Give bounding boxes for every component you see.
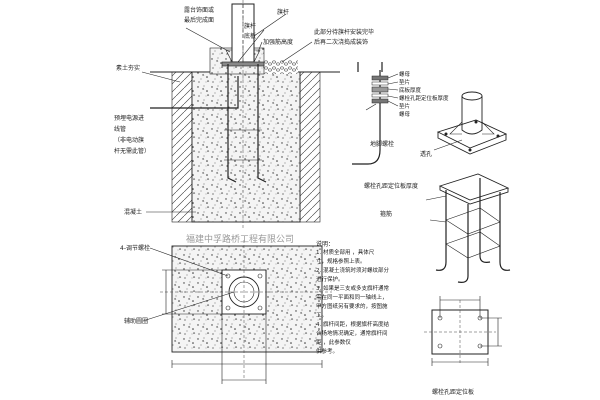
notes-line: 甲方图纸另有要求的，按图施: [316, 302, 388, 310]
svg-text:旗杆: 旗杆: [244, 22, 256, 30]
svg-text:底板: 底板: [244, 32, 256, 40]
template-plate-top-label: 螺栓孔距定位板厚度: [364, 182, 418, 190]
notes-line: 1. 材质全部用 ，具体尺: [316, 248, 375, 256]
left-leaders: [141, 13, 313, 321]
notes-line: 寸，规格参照上表。: [316, 257, 366, 265]
vent-hole-label: 透孔: [420, 150, 432, 158]
notes-line: 4. 旗杆间距，根据旗杆高度结: [316, 320, 389, 328]
conduit-label: 预埋电源进 线管 （非电动旗 杆无需此管）: [114, 114, 150, 155]
svg-text:预埋电源进: 预埋电源进: [114, 114, 144, 122]
install-note-label: 此部分待旗杆安装完毕 后再二次浇捣成装饰: [314, 28, 374, 46]
foundation-section: [150, 0, 340, 384]
conduit-pipe: [150, 76, 239, 109]
notes-block: 说明： 1. 材质全部用 ，具体尺 寸，规格参照上表。 2. 混凝土浇筑时须对螺…: [316, 240, 389, 355]
notes-line: 需在同一平面和同一轴线上，: [316, 293, 388, 301]
rebar-cage: [425, 173, 511, 283]
base-thickness-label: 底板厚度: [399, 86, 422, 94]
notes-title: 说明：: [316, 240, 334, 248]
nut-top-label: 螺母: [399, 70, 411, 78]
template-thickness-label: 螺栓孔距定位板厚度: [399, 94, 449, 102]
notes-line: 进行保护。: [316, 275, 344, 283]
svg-text:露台饰面或: 露台饰面或: [184, 6, 214, 14]
svg-text:后再二次浇捣成装饰: 后再二次浇捣成装饰: [314, 38, 368, 46]
notes-line: 供参考。: [316, 347, 338, 355]
soil-right: [299, 71, 321, 223]
base-plate-label: 旗杆 底板: [244, 22, 256, 40]
watermark: 福建中孚路桥工程有限公司: [186, 233, 294, 245]
flagpole-label: 旗杆: [277, 8, 289, 16]
adjust-bolts-label: 4-调节螺栓: [120, 244, 150, 252]
notes-line: 3. 如果是三支或多支旗杆通常: [316, 284, 389, 292]
concrete-label: 混凝土: [124, 208, 142, 216]
notes-line: 合场地情况确定，通常旗杆间: [316, 329, 388, 337]
backfill-label: 素土夯实: [116, 64, 140, 72]
washer-bottom-label: 垫片: [399, 102, 410, 110]
svg-text:（非电动旗: （非电动旗: [114, 136, 144, 144]
template-plate-plan: [424, 296, 502, 366]
stiffener-height-label: 加强筋高度: [263, 38, 293, 46]
svg-text:最后完成面: 最后完成面: [184, 16, 214, 24]
washer-top-label: 垫片: [399, 78, 410, 86]
aux-ring-label: 辅助圆圈: [124, 317, 148, 325]
bolt-detail: [352, 62, 399, 165]
stirrup-label: 箍筋: [380, 210, 392, 218]
template-plate-bottom-label: 螺栓孔距定位板: [432, 388, 474, 396]
finish-surface-label: 露台饰面或 最后完成面: [184, 6, 214, 24]
anchor-bolts-section: [224, 64, 267, 183]
notes-line: 工。: [316, 312, 327, 319]
notes-line: 2. 混凝土浇筑时须对螺纹部分: [316, 266, 389, 274]
anchor-bolt-label: 地脚螺栓: [370, 140, 394, 148]
gravel-layer: [262, 60, 298, 74]
nut-bottom-label: 螺母: [399, 110, 411, 118]
concrete-block: [191, 71, 301, 223]
svg-text:线管: 线管: [114, 125, 126, 133]
svg-text:杆无需此管）: 杆无需此管）: [114, 147, 150, 155]
svg-text:此部分待旗杆安装完毕: 此部分待旗杆安装完毕: [314, 28, 374, 36]
soil-left: [171, 71, 193, 223]
base-3d: [433, 91, 508, 155]
notes-line: 距 ，此参数仅: [316, 338, 351, 346]
